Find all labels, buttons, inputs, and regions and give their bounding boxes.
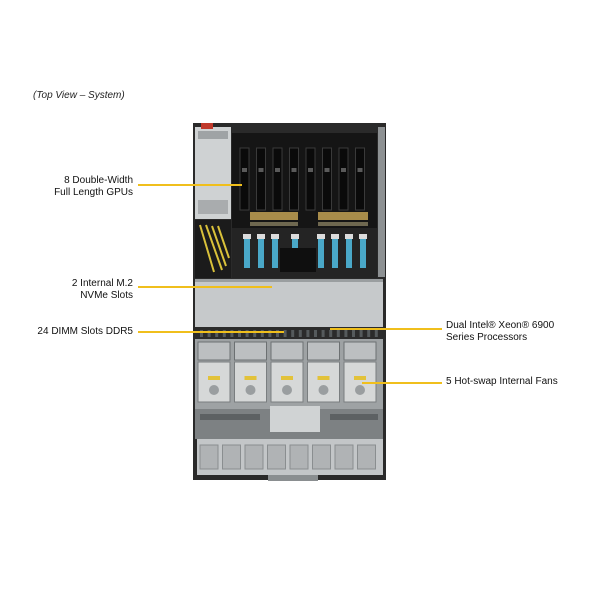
cable [244, 238, 250, 268]
dimm-slot [314, 330, 317, 337]
front-slot [289, 444, 309, 470]
front-slot [199, 444, 219, 470]
leader-gpus [138, 184, 242, 186]
dimm-slot [321, 330, 325, 337]
dimm-slot [260, 330, 264, 337]
front-slot [222, 444, 241, 470]
callout-fans: 5 Hot-swap Internal Fans [446, 376, 558, 388]
dimm-slot [238, 330, 241, 337]
figure-caption: (Top View – System) [33, 90, 125, 101]
fan-module [197, 361, 231, 403]
fan-modules [197, 341, 377, 403]
fan-bracket [197, 341, 231, 361]
dimm-slot [215, 330, 219, 337]
fan-module [307, 361, 340, 403]
gpu-cards [239, 147, 365, 211]
callout-cpu-line-2: Series Processors [446, 332, 528, 343]
dimm-slot [207, 330, 211, 337]
fan-module [270, 361, 304, 403]
callout-dimm: 24 DIMM Slots DDR5 [37, 326, 133, 338]
dimm-slot [276, 330, 279, 337]
cable [346, 238, 352, 268]
dimm-slots [200, 330, 378, 337]
gpu-card [289, 147, 299, 211]
dimm-slot [230, 330, 234, 337]
dimm-slot [283, 330, 287, 337]
gpu-card [305, 147, 316, 211]
dimm-slot [253, 330, 257, 337]
cable [272, 238, 278, 268]
callout-cpu: Dual Intel® Xeon® 6900 Series Processors [446, 320, 554, 344]
front-slot [357, 444, 376, 470]
cable [258, 238, 264, 268]
gpu-card [272, 147, 283, 211]
cable [360, 238, 366, 268]
front-slot [312, 444, 331, 470]
callout-fans-line-1: 5 Hot-swap Internal Fans [446, 376, 558, 387]
callout-m2-line-1: 2 Internal M.2 [71, 278, 133, 289]
callout-dimm-line-1: 24 DIMM Slots DDR5 [37, 326, 133, 337]
dimm-slot [268, 330, 272, 337]
dimm-slot [359, 330, 363, 337]
dimm-slot [329, 330, 333, 337]
dimm-slot [200, 330, 203, 337]
dimm-slot [367, 330, 371, 337]
dimm-slot [222, 330, 226, 337]
dimm-area [195, 327, 383, 339]
gpu-card [239, 147, 250, 211]
dimm-slot [298, 330, 302, 337]
fan-bracket [343, 341, 377, 361]
dimm-slot [374, 330, 378, 337]
dimm-slot [344, 330, 348, 337]
callout-gpus-line-1: 8 Double-Width [64, 175, 133, 186]
fan-bracket [307, 341, 340, 361]
callout-gpus-line-2: Full Length GPUs [54, 187, 133, 198]
dimm-slot [291, 330, 295, 337]
cable [332, 238, 338, 268]
gpu-card [322, 147, 332, 211]
fan-bracket [270, 341, 304, 361]
front-slot [267, 444, 286, 470]
fan-module [234, 361, 267, 403]
leader-fans [362, 382, 442, 384]
dimm-slot [352, 330, 355, 337]
callout-cpu-line-1: Dual Intel® Xeon® 6900 [446, 320, 555, 331]
callout-m2: 2 Internal M.2 NVMe Slots [72, 278, 133, 302]
front-slot [334, 444, 354, 470]
leader-m2 [138, 286, 272, 288]
dimm-slot [306, 330, 310, 337]
dimm-slot [336, 330, 340, 337]
callout-m2-line-2: NVMe Slots [80, 290, 133, 301]
gpu-card [355, 147, 365, 211]
cable [318, 238, 324, 268]
fan-bracket [234, 341, 267, 361]
front-slot [244, 444, 264, 470]
gpu-card [338, 147, 349, 211]
leader-cpu [330, 328, 442, 330]
gpu-card [256, 147, 266, 211]
leader-dimm [138, 331, 284, 333]
callout-gpus: 8 Double-Width Full Length GPUs [54, 175, 133, 199]
dimm-slot [245, 330, 249, 337]
